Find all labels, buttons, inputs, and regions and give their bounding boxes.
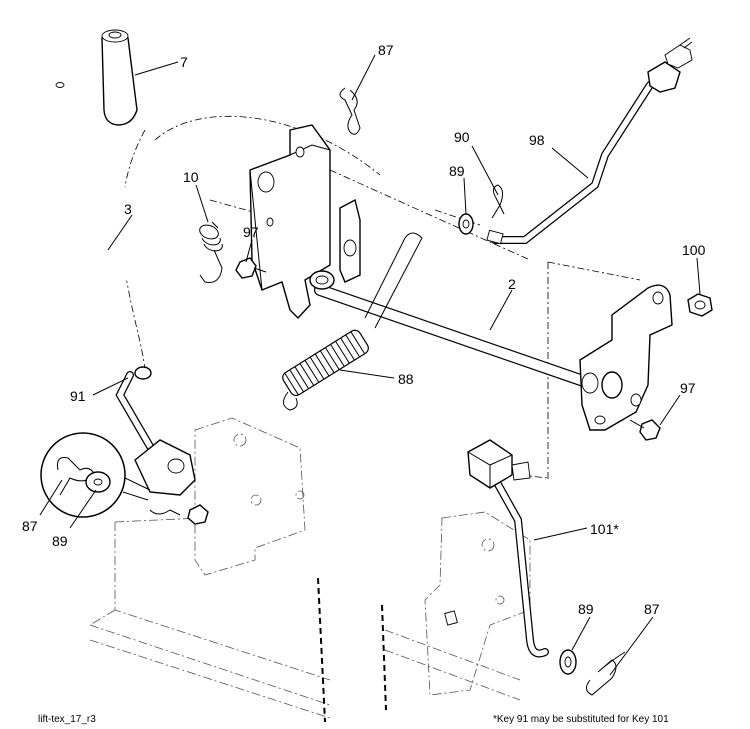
callout-97-right: 97 (680, 380, 696, 396)
leader-lines (39, 54, 701, 676)
callout-91: 91 (70, 388, 86, 404)
callout-98: 98 (529, 132, 545, 148)
callout-87-inset: 87 (22, 518, 38, 534)
guide-line-shaft (329, 169, 531, 261)
callout-87-top: 87 (378, 42, 394, 58)
lower-lift-link (115, 366, 209, 525)
callout-7: 7 (180, 54, 188, 70)
left-deck-bracket (194, 417, 306, 576)
figure-id: lift-tex_17_r3 (38, 714, 96, 725)
bolt-right (629, 419, 661, 441)
right-deck-bracket (424, 511, 531, 696)
hairpin-clip-87-bottom (586, 651, 626, 696)
callout-89-bottom: 89 (578, 601, 594, 617)
torsion-spring (199, 221, 223, 283)
bolt-left (235, 257, 267, 279)
callout-88: 88 (398, 371, 414, 387)
deck-ghost-outline (89, 517, 521, 723)
lift-link-rod (486, 37, 693, 245)
hairpin-clip-87-top (339, 87, 361, 135)
callout-89-top: 89 (449, 163, 465, 179)
handle-grip (101, 29, 138, 126)
extension-spring (282, 232, 423, 411)
callout-2: 2 (508, 276, 516, 292)
lift-handle-rod (55, 82, 181, 296)
footnote: *Key 91 may be substituted for Key 101 (493, 714, 669, 725)
callout-labels: 7 87 10 3 97 90 89 98 100 2 97 88 91 87 … (22, 42, 706, 617)
callout-3: 3 (124, 201, 132, 217)
guide-line-top (154, 115, 381, 176)
callout-90: 90 (454, 129, 470, 145)
guide-line-right-top (547, 261, 641, 281)
callout-89-inset: 89 (52, 533, 68, 549)
hairpin-clip-90 (491, 184, 505, 219)
pivot-bracket (249, 124, 361, 320)
callout-97-left: 97 (243, 224, 259, 240)
callout-100: 100 (682, 242, 706, 258)
lift-shaft (309, 270, 601, 391)
callout-10: 10 (183, 169, 199, 185)
right-lift-arm (579, 284, 673, 431)
detail-inset-circle (40, 432, 151, 518)
lock-nut (687, 293, 713, 317)
washer-89-top (458, 213, 474, 235)
alternate-lift-link (467, 439, 549, 658)
callout-101: 101* (590, 521, 619, 537)
washer-89-bottom (559, 649, 577, 675)
callout-87-bottom: 87 (644, 601, 660, 617)
